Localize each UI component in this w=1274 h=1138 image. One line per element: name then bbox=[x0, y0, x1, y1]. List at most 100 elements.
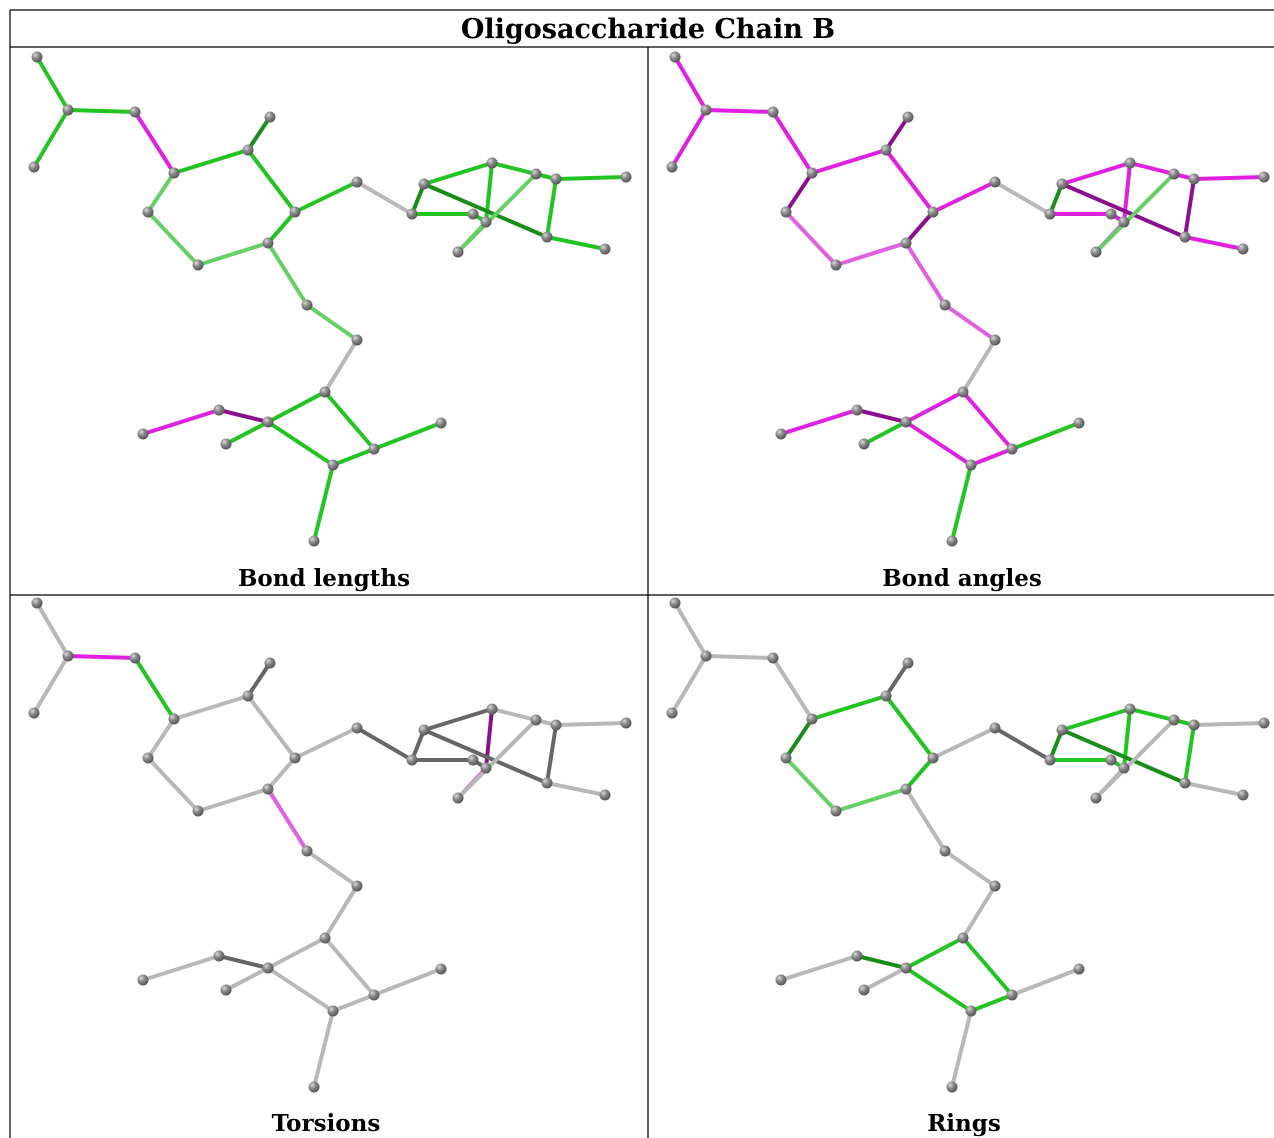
bond bbox=[1183, 235, 1245, 251]
bond bbox=[961, 390, 1014, 451]
bond bbox=[224, 966, 270, 992]
bond bbox=[355, 726, 414, 762]
atom bbox=[435, 417, 447, 429]
atom bbox=[168, 167, 180, 179]
bond bbox=[172, 694, 250, 721]
bond bbox=[704, 108, 775, 114]
bond bbox=[246, 694, 297, 760]
panel-caption: Bond lengths bbox=[238, 565, 410, 592]
atom bbox=[957, 386, 969, 398]
atom bbox=[368, 989, 380, 1001]
bond bbox=[545, 781, 607, 797]
bond bbox=[312, 463, 335, 543]
atom bbox=[599, 243, 611, 255]
bond bbox=[771, 656, 814, 721]
bond bbox=[1094, 718, 1176, 800]
atom bbox=[368, 443, 380, 455]
atom bbox=[1073, 417, 1085, 429]
atom bbox=[775, 428, 787, 440]
atom bbox=[1056, 724, 1068, 736]
atom bbox=[301, 299, 313, 311]
bond bbox=[961, 338, 997, 394]
bond bbox=[456, 718, 538, 800]
atom bbox=[700, 650, 712, 662]
atom bbox=[1006, 443, 1018, 455]
bond bbox=[305, 849, 359, 888]
bond bbox=[146, 171, 176, 214]
atom bbox=[31, 597, 43, 609]
bond bbox=[66, 108, 137, 114]
bond-layer bbox=[32, 601, 628, 1089]
panel-bond-lengths: Bond lengths bbox=[28, 51, 632, 592]
atom bbox=[541, 231, 553, 243]
atom bbox=[780, 206, 792, 218]
bond bbox=[904, 420, 973, 467]
atom bbox=[220, 438, 232, 450]
bond bbox=[323, 390, 376, 451]
bond bbox=[293, 726, 359, 760]
bond bbox=[969, 447, 1014, 467]
bond-layer bbox=[670, 55, 1266, 543]
atom bbox=[289, 206, 301, 218]
bond bbox=[312, 1009, 335, 1089]
atom bbox=[780, 752, 792, 764]
bond bbox=[1010, 967, 1081, 997]
bond bbox=[355, 180, 414, 216]
bond bbox=[884, 661, 910, 698]
atom bbox=[319, 386, 331, 398]
atom bbox=[989, 334, 1001, 346]
bond bbox=[133, 110, 176, 175]
atom-layer bbox=[666, 51, 1270, 547]
atom bbox=[550, 173, 562, 185]
bond bbox=[217, 408, 270, 424]
bond bbox=[784, 717, 814, 760]
atom bbox=[327, 459, 339, 471]
bond bbox=[1060, 182, 1187, 239]
bond bbox=[217, 954, 270, 970]
bond bbox=[456, 172, 538, 254]
bond bbox=[834, 787, 908, 813]
atom bbox=[319, 932, 331, 944]
atom bbox=[851, 950, 863, 962]
panel-bond-angles: Bond angles bbox=[666, 51, 1270, 592]
atom bbox=[1168, 168, 1180, 180]
bond bbox=[490, 161, 558, 181]
bond bbox=[784, 756, 838, 813]
atom bbox=[137, 974, 149, 986]
atom bbox=[142, 206, 154, 218]
bond bbox=[1192, 175, 1266, 181]
atom bbox=[62, 650, 74, 662]
atom bbox=[242, 690, 254, 702]
bond bbox=[331, 993, 376, 1013]
atom bbox=[775, 974, 787, 986]
atom bbox=[830, 805, 842, 817]
bond bbox=[1183, 177, 1196, 239]
bond bbox=[545, 177, 558, 239]
bond bbox=[545, 235, 607, 251]
atom bbox=[620, 171, 632, 183]
atom bbox=[262, 783, 274, 795]
bond bbox=[133, 656, 176, 721]
atom bbox=[965, 459, 977, 471]
atom bbox=[1105, 754, 1117, 766]
bond bbox=[969, 993, 1014, 1013]
atom bbox=[242, 144, 254, 156]
atom bbox=[900, 237, 912, 249]
table-frame bbox=[9, 9, 1274, 1138]
bond bbox=[904, 390, 965, 424]
panel-rings: Rings bbox=[666, 597, 1270, 1137]
atom bbox=[946, 1081, 958, 1093]
bond bbox=[224, 420, 270, 446]
bond bbox=[422, 707, 494, 732]
atom bbox=[1056, 178, 1068, 190]
atom bbox=[1179, 777, 1191, 789]
atom bbox=[806, 713, 818, 725]
atom bbox=[406, 208, 418, 220]
atom bbox=[806, 167, 818, 179]
bond bbox=[673, 55, 708, 112]
atom bbox=[1090, 792, 1102, 804]
bond bbox=[1192, 721, 1266, 727]
bond bbox=[884, 694, 935, 760]
bond bbox=[784, 210, 838, 267]
bond bbox=[422, 161, 494, 186]
